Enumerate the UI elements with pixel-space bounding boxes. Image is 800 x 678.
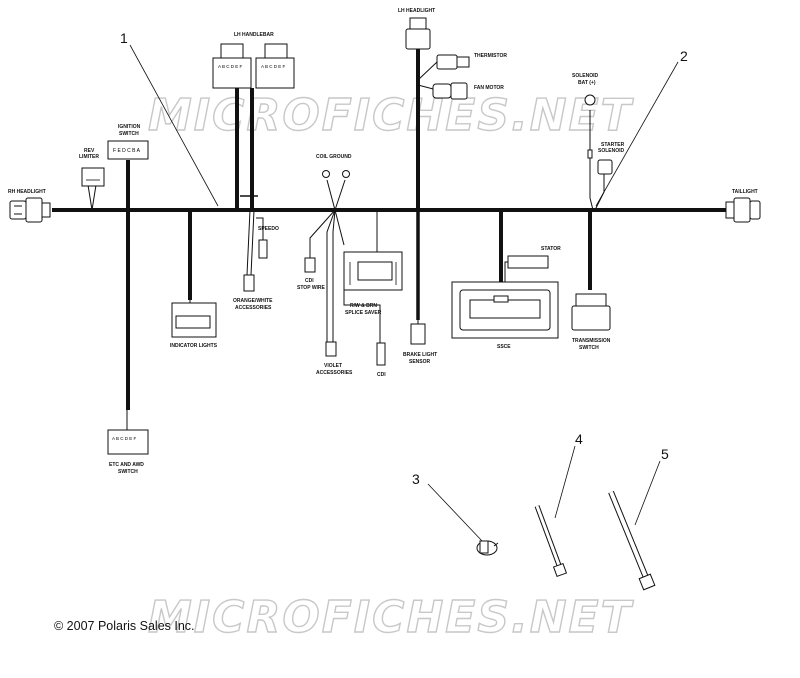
indicator-lights-connector xyxy=(171,302,217,338)
callout-5: 5 xyxy=(661,446,669,462)
callout-2: 2 xyxy=(680,48,688,64)
watermark-top: MICROFICHES.NET xyxy=(148,90,634,141)
callout-1: 1 xyxy=(120,30,128,46)
svg-text:F E D C B A: F E D C B A xyxy=(113,148,141,154)
label-splice-1: R/W & BRN xyxy=(350,303,377,309)
label-rev-limiter-1: REV xyxy=(84,148,95,154)
solenoid-bat-terminal xyxy=(584,94,596,159)
part-3-clip xyxy=(476,540,499,556)
label-violet-2: ACCESSORIES xyxy=(316,370,353,376)
part-4-cable-tie xyxy=(534,505,568,578)
rev-limiter-connector xyxy=(81,167,105,187)
cdi-connector xyxy=(376,342,386,366)
copyright-text: © 2007 Polaris Sales Inc. xyxy=(54,619,195,633)
label-brake-1: BRAKE LIGHT xyxy=(403,352,437,358)
ssce-connector xyxy=(451,281,559,339)
etc-awd-switch-connector: A B C D E F xyxy=(107,429,149,455)
label-cdi-stop-1: CDI xyxy=(305,278,314,284)
label-coil-ground: COIL GROUND xyxy=(316,154,352,160)
coil-ground-terminals xyxy=(322,170,350,178)
label-ignition-1: IGNITION xyxy=(118,124,141,130)
label-orange-white-1: ORANGE/WHITE xyxy=(233,298,273,304)
starter-solenoid-connector xyxy=(597,159,613,175)
label-cdi-stop-2: STOP WIRE xyxy=(297,285,326,291)
label-solenoid-2: BAT (+) xyxy=(578,80,596,86)
label-violet-1: VIOLET xyxy=(324,363,342,369)
svg-text:A B C D E F: A B C D E F xyxy=(261,64,286,69)
label-stator: STATOR xyxy=(541,246,561,252)
label-starter-2: SOLENOID xyxy=(598,148,625,154)
violet-accessories-connector xyxy=(325,341,337,357)
svg-text:A B C D E F: A B C D E F xyxy=(112,436,137,441)
lh-headlight-connector xyxy=(405,17,431,50)
label-indicator-lights: INDICATOR LIGHTS xyxy=(170,343,218,349)
lh-handlebar-connectors: A B C D E F A B C D E F xyxy=(212,43,295,89)
orange-white-connector xyxy=(243,274,255,292)
label-splice-2: SPLICE SAVER xyxy=(345,310,382,316)
label-rev-limiter-2: LIMITER xyxy=(79,154,99,160)
label-taillight: TAILLIGHT xyxy=(732,189,758,195)
leader-3 xyxy=(427,483,484,543)
leader-4 xyxy=(554,445,576,519)
label-ssce: SSCE xyxy=(497,344,511,350)
part-5-cable-tie xyxy=(608,490,656,591)
label-brake-2: SENSOR xyxy=(409,359,431,365)
ignition-switch-connector: F E D C B A xyxy=(107,140,149,160)
label-cdi: CDI xyxy=(377,372,386,378)
svg-text:A B C D E F: A B C D E F xyxy=(218,64,243,69)
label-solenoid-1: SOLENOID xyxy=(572,73,599,79)
label-thermistor: THERMISTOR xyxy=(474,53,507,59)
label-etc-2: SWITCH xyxy=(118,469,138,475)
taillight-connector xyxy=(725,197,761,223)
splice-saver-connector xyxy=(343,251,403,291)
label-speedo: SPEEDO xyxy=(258,226,279,232)
label-lh-handlebar: LH HANDLEBAR xyxy=(234,32,274,38)
label-etc-1: ETC AND AWD xyxy=(109,462,144,468)
stator-connector xyxy=(507,255,549,269)
label-transmission-1: TRANSMISSION xyxy=(572,338,611,344)
transmission-switch-connector xyxy=(571,293,611,331)
label-orange-white-2: ACCESSORIES xyxy=(235,305,272,311)
brake-light-sensor-connector xyxy=(410,323,426,345)
watermark-bottom: MICROFICHES.NET xyxy=(148,592,634,643)
callout-3: 3 xyxy=(412,471,420,487)
label-starter-1: STARTER xyxy=(601,142,625,148)
leader-5 xyxy=(634,460,661,526)
label-ignition-2: SWITCH xyxy=(119,131,139,137)
fan-motor-connector xyxy=(432,82,468,100)
cdi-stop-wire-connector xyxy=(304,257,316,273)
speedo-connector xyxy=(258,239,268,259)
rh-headlight-connector xyxy=(9,197,51,223)
label-rh-headlight: RH HEADLIGHT xyxy=(8,189,46,195)
leader-1 xyxy=(129,44,219,207)
label-fan-motor: FAN MOTOR xyxy=(474,85,504,91)
label-lh-headlight: LH HEADLIGHT xyxy=(398,8,435,14)
thermistor-connector xyxy=(436,54,470,70)
label-transmission-2: SWITCH xyxy=(579,345,599,351)
callout-4: 4 xyxy=(575,431,583,447)
leader-2 xyxy=(595,61,679,207)
